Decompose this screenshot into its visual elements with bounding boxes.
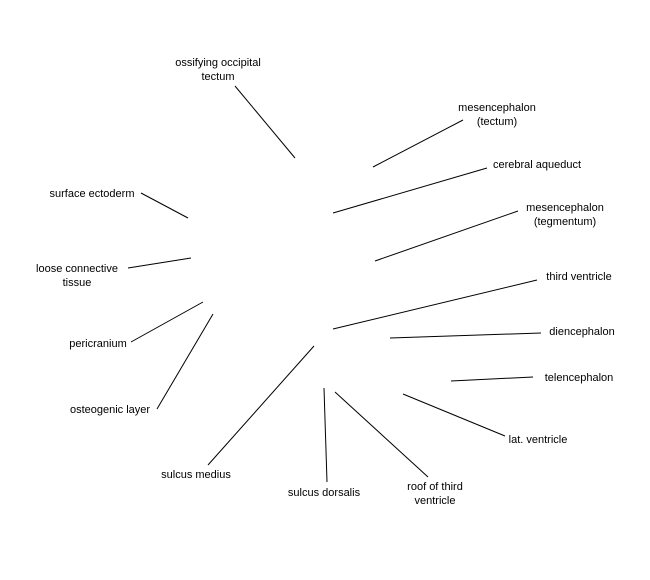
label-pericranium: pericranium <box>69 338 127 350</box>
label-diencephalon: diencephalon <box>549 326 615 338</box>
leader-line-telencephalon <box>450 376 534 382</box>
leader-line-pericranium <box>130 301 204 343</box>
label-sulcus-medius: sulcus medius <box>161 469 231 481</box>
label-telencephalon: telencephalon <box>544 372 614 384</box>
leader-line-sulcus-dorsalis <box>323 387 328 483</box>
leader-line-loose-connective-tissue <box>127 257 192 269</box>
leader-line-mesencephalon-tectum <box>372 119 464 168</box>
label-sulcus-dorsalis: sulcus dorsalis <box>287 487 361 499</box>
label-surface-ectoderm: surface ectoderm <box>49 188 135 200</box>
label-lat-ventricle: lat. ventricle <box>508 434 568 446</box>
label-mesencephalon-tegmentum: mesencephalon (tegmentum) <box>526 202 604 228</box>
label-third-ventricle: third ventricle <box>546 271 612 283</box>
label-osteogenic-layer: osteogenic layer <box>69 404 151 416</box>
leader-line-surface-ectoderm <box>140 192 189 219</box>
label-mesencephalon-tectum: mesencephalon (tectum) <box>458 102 536 128</box>
label-ossifying-occipital-tectum: ossifying occipital tectum <box>175 57 261 83</box>
leader-line-osteogenic-layer <box>156 313 214 410</box>
leader-line-ossifying-occipital-tectum <box>234 85 296 159</box>
label-roof-of-third-ventricle: roof of third ventricle <box>407 481 463 507</box>
leader-line-roof-of-third-ventricle <box>334 391 429 478</box>
leader-line-lat-ventricle <box>402 393 506 437</box>
leader-line-sulcus-medius <box>207 345 315 466</box>
leader-line-diencephalon <box>389 332 542 339</box>
label-cerebral-aqueduct: cerebral aqueduct <box>492 159 582 171</box>
leader-line-mesencephalon-tegmentum <box>374 210 519 262</box>
leader-line-cerebral-aqueduct <box>332 167 488 214</box>
label-loose-connective-tissue: loose connective tissue <box>36 263 118 289</box>
leader-line-third-ventricle <box>332 279 538 330</box>
